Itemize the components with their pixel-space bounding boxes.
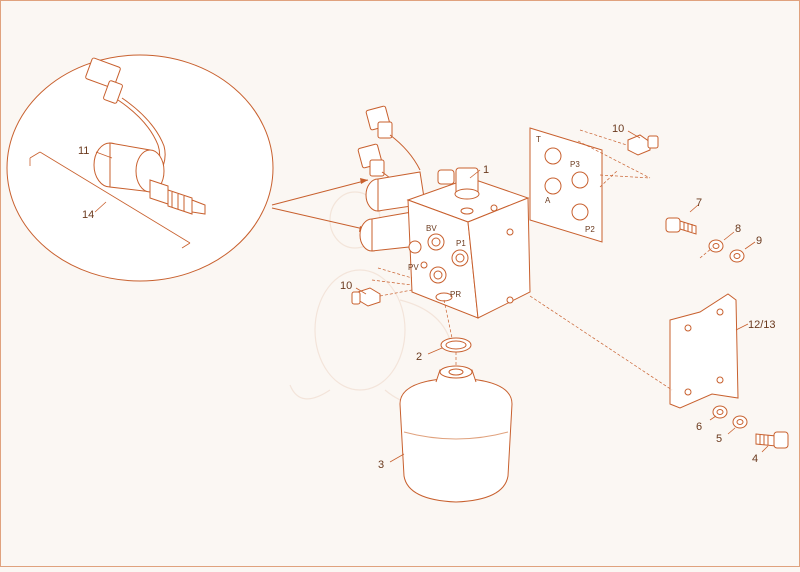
callout-10-left: 10 <box>340 280 352 292</box>
center-dashes <box>443 299 457 370</box>
callout-4: 4 <box>752 453 758 465</box>
mounting-plate-12-13 <box>669 293 739 409</box>
solenoid-valve-cartridge <box>85 57 206 215</box>
leader-5 <box>727 427 736 435</box>
callout-8: 8 <box>735 223 741 235</box>
leader-4 <box>761 445 769 453</box>
callout-14: 14 <box>82 209 94 221</box>
leader-9 <box>744 241 756 250</box>
valve-block-assembly <box>357 105 531 319</box>
plate-dashes <box>529 247 713 391</box>
dimension-bracket-14 <box>29 151 191 249</box>
callout-7: 7 <box>696 197 702 209</box>
callout-12-13: 12/13 <box>748 319 776 331</box>
bolt-4 <box>755 431 789 449</box>
washer-9 <box>729 249 745 263</box>
leader-10-left <box>355 287 367 295</box>
callout-10-top: 10 <box>612 123 624 135</box>
port-label-bv: BV <box>426 224 437 233</box>
callout-9: 9 <box>756 235 762 247</box>
leader-10-top <box>627 130 641 139</box>
leader-7 <box>689 204 699 213</box>
plate-label-t: T <box>536 135 541 144</box>
port-label-pv: PV <box>408 263 419 272</box>
callout-6: 6 <box>696 421 702 433</box>
leader-2 <box>427 347 443 355</box>
bolt-7 <box>665 217 697 235</box>
callout-5: 5 <box>716 433 722 445</box>
leader-11 <box>95 151 113 159</box>
leader-14 <box>94 201 107 213</box>
leader-12-13 <box>735 323 749 331</box>
block-dashes-left <box>371 267 413 297</box>
port-plate-dashes <box>577 129 651 188</box>
leader-6 <box>709 415 717 421</box>
plate-label-a: A <box>545 196 551 205</box>
detail-bubble <box>6 54 369 282</box>
seal-ring-2 <box>440 337 472 353</box>
leader-1 <box>469 169 481 179</box>
callout-3: 3 <box>378 459 384 471</box>
plate-label-p2: P2 <box>585 225 595 234</box>
port-pattern-plate <box>529 127 603 243</box>
port-label-pr: PR <box>450 290 461 299</box>
fitting-10-top <box>627 134 659 156</box>
washer-5 <box>732 415 748 429</box>
leader-8 <box>723 231 735 241</box>
washer-8 <box>708 239 724 253</box>
washer-6 <box>712 405 728 419</box>
leader-3 <box>389 453 405 463</box>
accumulator-3 <box>399 365 513 503</box>
plate-label-p3: P3 <box>570 160 580 169</box>
fitting-10-left <box>351 287 381 307</box>
callout-11: 11 <box>78 145 89 157</box>
port-label-p1: P1 <box>456 239 466 248</box>
callout-1: 1 <box>483 164 489 176</box>
callout-2: 2 <box>416 351 422 363</box>
